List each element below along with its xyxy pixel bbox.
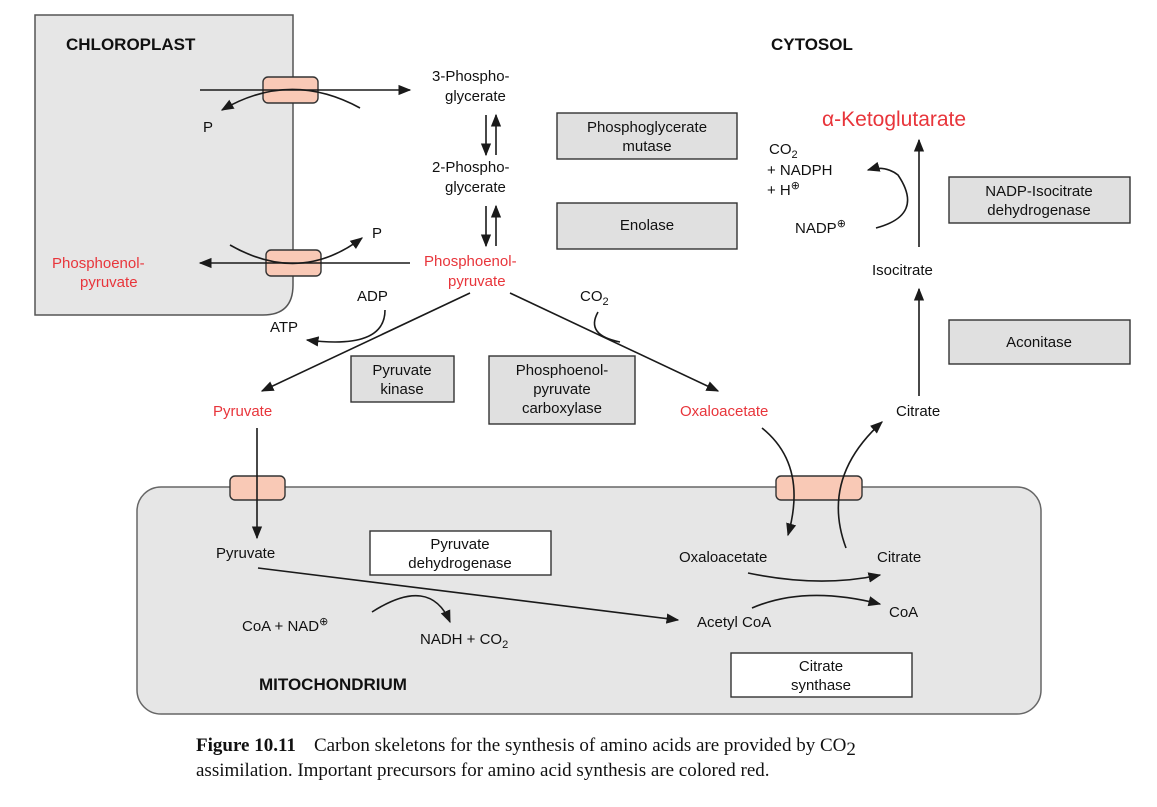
enzyme-phosphoglycerate-mutase-line2: mutase — [622, 138, 671, 155]
enzyme-pyruvate-kinase-line2: kinase — [380, 381, 423, 398]
pyruvate-to-acetylcoa-arrow — [257, 567, 680, 624]
chloroplast-pep-line2: pyruvate — [80, 274, 138, 291]
enzyme-box-pep-carboxylase — [488, 355, 636, 425]
idh-co2: CO2 — [769, 141, 798, 161]
pep-to-oaa-arrow — [509, 292, 720, 392]
adp-atp-arrow — [305, 309, 386, 347]
atp-label: ATP — [270, 319, 298, 336]
enzyme-citrate-synthase-line1: Citrate — [799, 658, 843, 675]
enzyme-pep-carboxylase-line2: pyruvate — [533, 381, 591, 398]
pga2-line2: glycerate — [445, 179, 506, 196]
enzyme-box-phosphoglycerate-mutase — [556, 112, 738, 160]
enzyme-box-pyruvate-dehydrogenase — [369, 530, 552, 576]
oaa-import-arrow — [761, 427, 797, 537]
coa-nad-label: CoA + NAD⊕ — [242, 616, 328, 635]
enzyme-pyruvate-kinase-line1: Pyruvate — [372, 362, 431, 379]
pga3-line2: glycerate — [445, 88, 506, 105]
enzyme-aconitase: Aconitase — [1006, 334, 1072, 351]
enzyme-nadp-idh-line2: dehydrogenase — [987, 202, 1090, 219]
phosphate-bottom: P — [372, 225, 382, 242]
citrate-cytosol: Citrate — [896, 403, 940, 420]
figure-label: Figure 10.11 — [196, 735, 296, 756]
pyruvate-cytosol: Pyruvate — [213, 403, 272, 420]
adp-label: ADP — [357, 288, 388, 305]
enzyme-pyruvate-dehydrogenase-line1: Pyruvate — [430, 536, 489, 553]
isocitrate-label: Isocitrate — [872, 262, 933, 279]
enzyme-pep-carboxylase-line1: Phosphoenol- — [516, 362, 609, 379]
enzyme-box-citrate-synthase — [730, 652, 913, 698]
oxaloacetate-mitochondrion: Oxaloacetate — [679, 549, 767, 566]
co2-uptake-curve — [593, 311, 621, 343]
pga2-line1: 2-Phospho- — [432, 159, 510, 176]
chloroplast-label: CHLOROPLAST — [66, 35, 196, 54]
idh-nadph: + NADPH — [767, 162, 832, 179]
enzyme-enolase: Enolase — [620, 217, 674, 234]
acetyl-coa-label: Acetyl CoA — [697, 614, 771, 631]
enzyme-citrate-synthase-line2: synthase — [791, 677, 851, 694]
citrate-mitochondrion: Citrate — [877, 549, 921, 566]
pi-release-arrow-bottom — [229, 237, 364, 265]
pyruvate-mitochondrion: Pyruvate — [216, 545, 275, 562]
enzyme-pyruvate-dehydrogenase-line2: dehydrogenase — [408, 555, 511, 572]
pep-line1: Phosphoenol- — [424, 253, 517, 270]
pga3-line1: 3-Phospho- — [432, 68, 510, 85]
idh-nadp: NADP⊕ — [795, 218, 846, 237]
alpha-ketoglutarate: α-Ketoglutarate — [822, 108, 966, 131]
enzyme-box-aconitase — [948, 319, 1131, 365]
nadh-co2-label: NADH + CO2 — [420, 631, 508, 651]
idh-h: + H⊕ — [767, 180, 800, 199]
oxaloacetate-cytosol: Oxaloacetate — [680, 403, 768, 420]
cytosol-label: CYTOSOL — [771, 35, 853, 54]
nad-nadh-arrow — [371, 594, 451, 624]
chloroplast-pep-line1: Phosphoenol- — [52, 255, 145, 272]
figure-caption-line2: assimilation. Important precursors for a… — [196, 760, 770, 781]
pep-to-pyruvate-arrow — [260, 292, 471, 392]
phosphate-top: P — [203, 119, 213, 136]
enzyme-phosphoglycerate-mutase-line1: Phosphoglycerate — [587, 119, 707, 136]
enzyme-box-enolase — [556, 202, 738, 250]
pi-release-arrow-top — [220, 88, 361, 111]
enzyme-box-pyruvate-kinase — [350, 355, 455, 403]
pep-line2: pyruvate — [448, 273, 506, 290]
enzyme-box-nadp-idh — [948, 176, 1131, 224]
enzyme-pep-carboxylase-line3: carboxylase — [522, 400, 602, 417]
oaa-to-citrate-arrow — [747, 572, 882, 583]
coa-label: CoA — [889, 604, 918, 621]
mitochondrion-label: MITOCHONDRIUM — [259, 675, 407, 694]
acetylcoa-to-coa-arrow — [751, 594, 882, 609]
co2-label: CO2 — [580, 288, 609, 308]
citrate-export-arrow — [837, 421, 883, 549]
enzyme-nadp-idh-line1: NADP-Isocitrate — [985, 183, 1093, 200]
transporter-oaa-citrate — [775, 475, 863, 501]
nadp-nadph-arrow — [866, 161, 909, 229]
